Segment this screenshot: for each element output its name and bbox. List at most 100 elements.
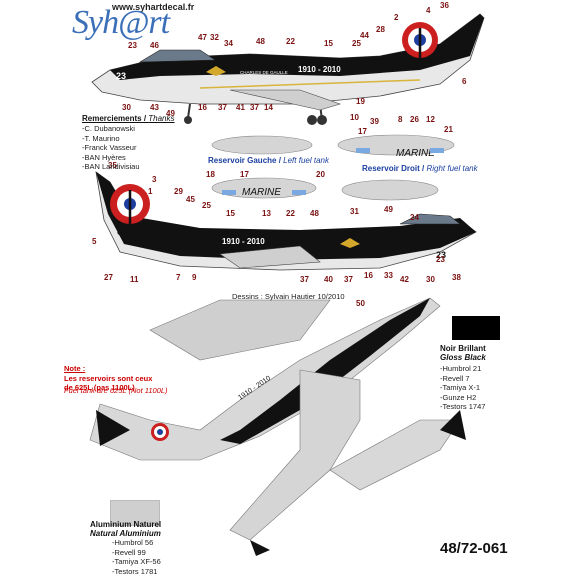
callout-number: 16	[364, 271, 373, 280]
callout-number: 43	[150, 103, 159, 112]
aircraft-profile-left: 1910 - 2010 CHARLES DE GAULLE 23	[91, 13, 485, 125]
gloss-black-refs: -Humbrol 21 -Revell 7 -Tamiya X-1 -Gunze…	[440, 364, 486, 411]
brand-logo: Syh@rt	[72, 4, 170, 41]
note-text-fr-2: de 625L (pas 1100L)	[64, 383, 135, 392]
aircraft-top-view: 1910 - 2010	[89, 297, 441, 461]
callout-number: 29	[174, 187, 183, 196]
thanks-title-en: Thanks	[148, 114, 175, 123]
callout-number: 25	[202, 201, 211, 210]
callout-number: 13	[262, 209, 271, 218]
thanks-name: -Franck Vasseur	[82, 143, 137, 152]
marine-text-right: MARINE	[396, 148, 435, 159]
natural-aluminium-swatch	[110, 500, 160, 526]
marine-text-left: MARINE	[242, 187, 281, 198]
fuselage-code-mid: 1910 - 2010	[222, 237, 265, 246]
callout-number: 26	[410, 115, 419, 124]
callout-number: 10	[350, 113, 359, 122]
thanks-name: -C. Dubanowski	[82, 124, 135, 133]
callout-number: 20	[316, 170, 325, 179]
sheet-reference: 48/72-061	[440, 540, 508, 557]
callout-number: 18	[206, 170, 215, 179]
gloss-black-swatch	[452, 316, 500, 340]
callout-number: 23	[436, 255, 445, 264]
aircraft-profile-right: 1910 - 2010 23	[95, 171, 477, 271]
natural-aluminium-title: Aluminium Naturel Natural Aluminium	[90, 520, 162, 538]
callout-number: 36	[440, 1, 449, 10]
callout-number: 49	[166, 109, 175, 118]
callout-number: 49	[384, 205, 393, 214]
callout-number: 30	[122, 103, 131, 112]
callout-number: 19	[356, 97, 365, 106]
callout-number: 34	[224, 39, 233, 48]
callout-number: 37	[250, 103, 259, 112]
callouts-tanks: 17 21 18 17 20	[206, 125, 453, 179]
callout-number: 46	[150, 41, 159, 50]
thanks-name: -T. Maurino	[82, 133, 120, 143]
callout-number: 44	[360, 31, 369, 40]
callout-number: 15	[226, 209, 235, 218]
callout-number: 45	[186, 195, 195, 204]
callout-number: 16	[198, 103, 207, 112]
callout-number: 2	[394, 13, 399, 22]
callout-number: 32	[210, 33, 219, 42]
fuel-tanks-top: MARINE	[211, 134, 455, 159]
callout-number: 37	[344, 275, 353, 284]
callout-number: 1	[148, 187, 153, 196]
callout-number: 23	[128, 41, 137, 50]
thanks-name: -BAN Hyères	[82, 152, 126, 162]
aircraft-bottom-view	[229, 369, 466, 556]
callout-number: 28	[376, 25, 385, 34]
callout-number: 4	[426, 6, 431, 15]
callout-number: 8	[398, 115, 403, 124]
thanks-title: Remerciements / Thanks	[82, 114, 175, 123]
fuel-tanks-bottom: MARINE	[211, 177, 439, 201]
callout-number: 15	[324, 39, 333, 48]
callout-number: 48	[310, 209, 319, 218]
thanks-name: -BAN Landivisiau	[82, 162, 140, 171]
callout-number: 3	[152, 175, 157, 184]
callout-number: 14	[264, 103, 273, 112]
callout-number: 22	[286, 37, 295, 46]
callout-number: 42	[400, 275, 409, 284]
note-title: Note :	[64, 364, 86, 373]
callout-number: 35	[108, 161, 117, 170]
side-number-top: 23	[116, 71, 126, 81]
right-tank-label: Reservoir Droit / Right fuel tank	[362, 164, 478, 173]
callout-number: 38	[452, 273, 461, 282]
callout-number: 24	[410, 213, 419, 222]
callout-number: 25	[352, 39, 361, 48]
callout-number: 48	[256, 37, 265, 46]
thanks-title-fr: Remerciements	[82, 114, 142, 123]
callout-number: 21	[444, 125, 453, 134]
drawing-credit: Dessins : Sylvain Hautier 10/2010	[232, 292, 345, 301]
callouts-mid-profile: 35 3 1 29 45 25 15 13 22 48 31 49 24 5 2…	[92, 161, 461, 308]
callout-number: 37	[218, 103, 227, 112]
callout-number: 40	[324, 275, 333, 284]
callout-number: 17	[240, 170, 249, 179]
callout-number: 31	[350, 207, 359, 216]
tank-note: Note : Les reservoirs sont ceux de 625L …	[64, 364, 152, 393]
callout-number: 22	[286, 209, 295, 218]
callout-number: 30	[426, 275, 435, 284]
callout-number: 6	[462, 77, 467, 86]
website-url: www.syhartdecal.fr	[112, 2, 195, 12]
callout-number: 11	[130, 275, 139, 284]
natural-aluminium-refs: -Humbrol 56 -Revell 99 -Tamiya XF-56 -Te…	[112, 538, 161, 576]
note-text-en: Fuel tank are 625L (Not 1100L)	[64, 386, 168, 395]
fuselage-name-top: CHARLES DE GAULLE	[240, 70, 288, 75]
left-tank-label: Reservoir Gauche / Left fuel tank	[208, 156, 329, 165]
note-text-fr-1: Les reservoirs sont ceux	[64, 373, 153, 383]
side-number-mid: 23	[436, 250, 446, 260]
callout-number: 7	[176, 273, 181, 282]
fuselage-code-top: 1910 - 2010	[298, 65, 341, 74]
callout-number: 37	[300, 275, 309, 284]
gloss-black-title: Noir Brillant Gloss Black	[440, 344, 486, 362]
callout-number: 39	[370, 117, 379, 126]
callout-number: 12	[426, 115, 435, 124]
callout-number: 50	[356, 299, 365, 308]
callout-number: 41	[236, 103, 245, 112]
callout-number: 17	[358, 127, 367, 136]
callouts-top-profile: 36 4 2 28 44 25 47 32 34 48 22 15 23 46 …	[122, 1, 467, 126]
callout-number: 27	[104, 273, 113, 282]
